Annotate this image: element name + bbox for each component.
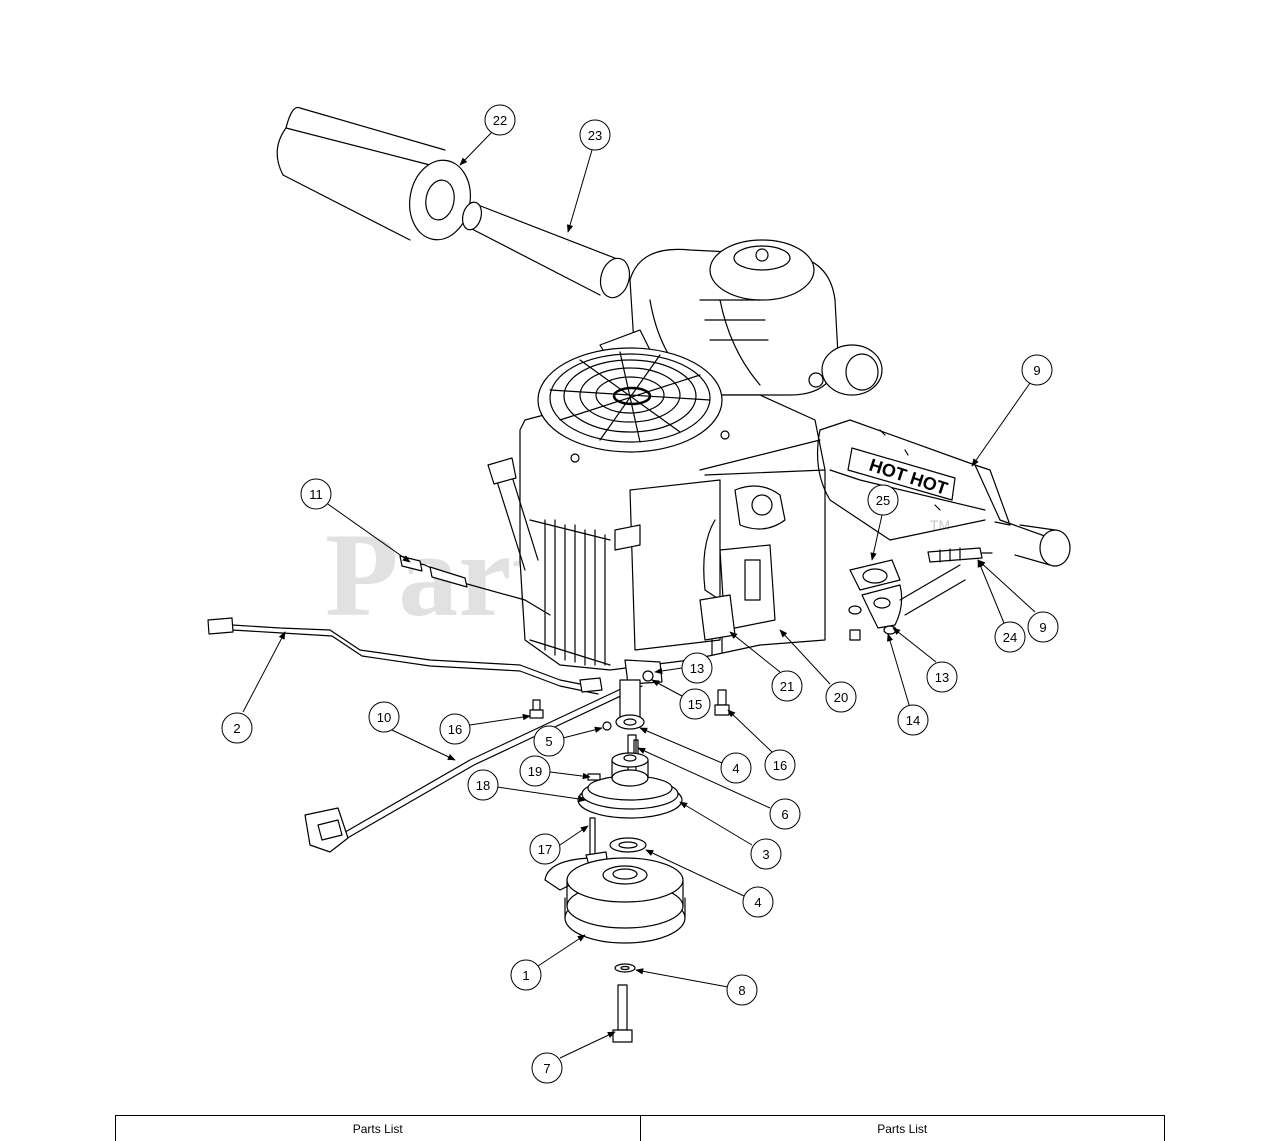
callout-label: 7: [543, 1061, 550, 1076]
callout-label: 25: [876, 493, 890, 508]
engine-exploded-diagram: PartsTree TM: [0, 0, 1280, 1115]
leader-9a: [972, 383, 1030, 466]
engine-block: [488, 348, 825, 670]
callout: 6: [770, 799, 800, 829]
callout-label: 16: [773, 758, 787, 773]
callout: 4: [743, 887, 773, 917]
air-filter-element: [277, 107, 476, 244]
pin: [590, 818, 595, 858]
callout-label: 3: [762, 847, 769, 862]
leader-5: [563, 728, 602, 738]
spark-plug: [928, 548, 992, 562]
callout: 16: [440, 714, 470, 744]
callout-label: 20: [834, 690, 848, 705]
leader-18: [497, 787, 586, 800]
leader-22: [460, 132, 492, 165]
callout-label: 4: [754, 895, 761, 910]
clutch-bolt: [613, 985, 632, 1042]
callout-label: 1: [522, 968, 529, 983]
bolt-right: [715, 690, 729, 715]
callout-label: 10: [377, 710, 391, 725]
leader-16a: [470, 716, 530, 725]
callout-label: 23: [588, 128, 602, 143]
callout-label: 13: [935, 670, 949, 685]
callout-label: 2: [233, 721, 240, 736]
callout: 4: [721, 753, 751, 783]
parts-list-header-right: Parts List: [640, 1116, 1165, 1141]
leader-16b: [728, 710, 772, 752]
callout: 11: [301, 479, 331, 509]
callout-label: 14: [906, 713, 920, 728]
lower-washer: [610, 838, 646, 852]
callout: 8: [727, 975, 757, 1005]
leader-8: [636, 970, 728, 987]
callout-label: 22: [493, 113, 507, 128]
leader-9b: [978, 560, 1035, 612]
callout-label: 18: [476, 778, 490, 793]
callout: 18: [468, 770, 498, 800]
callout: 1: [511, 960, 541, 990]
callout-label: 5: [545, 734, 552, 749]
callout: 25: [868, 485, 898, 515]
callout-label: 4: [732, 761, 739, 776]
parts-list-header-left: Parts List: [116, 1116, 641, 1141]
callout-label: 13: [690, 661, 704, 676]
callout-label: 24: [1003, 630, 1017, 645]
callout: 23: [580, 120, 610, 150]
callout-label: 9: [1039, 620, 1046, 635]
leader-2: [243, 632, 285, 712]
callout-label: 16: [448, 722, 462, 737]
callout-label: 21: [780, 679, 794, 694]
spacer: [603, 680, 644, 730]
callout-label: 17: [538, 842, 552, 857]
callout: 13: [682, 653, 712, 683]
callout: 24: [995, 622, 1025, 652]
callout: 15: [680, 689, 710, 719]
leader-13b: [893, 628, 936, 662]
callout: 21: [772, 671, 802, 701]
callout: 14: [898, 705, 928, 735]
callout-label: 19: [528, 764, 542, 779]
leader-1: [538, 935, 585, 966]
leader-17: [560, 826, 588, 845]
callout: 13: [927, 662, 957, 692]
parts-list-header-row: Parts List Parts List: [116, 1116, 1165, 1141]
engine-pulley: [578, 753, 682, 818]
exhaust-gasket: [849, 560, 965, 640]
pto-clutch: [545, 852, 685, 943]
leader-7: [560, 1032, 615, 1058]
callout: 16: [765, 750, 795, 780]
leader-19: [550, 772, 590, 777]
pre-cleaner-tube: [460, 200, 634, 301]
callout: 2: [222, 713, 252, 743]
callout-label: 6: [781, 807, 788, 822]
callout-label: 15: [688, 697, 702, 712]
callout: 9: [1028, 612, 1058, 642]
clutch-washer: [615, 964, 635, 972]
callout: 7: [532, 1053, 562, 1083]
callout: 22: [485, 105, 515, 135]
bolt-left: [530, 700, 543, 718]
leader-24: [978, 560, 1004, 623]
callout: 19: [520, 756, 550, 786]
leader-14: [888, 634, 910, 708]
callout: 20: [826, 682, 856, 712]
callout-label: 9: [1033, 363, 1040, 378]
callout: 5: [534, 726, 564, 756]
leader-3: [680, 802, 752, 845]
callout: 9: [1022, 355, 1052, 385]
leader-23: [568, 150, 592, 232]
callout-label: 8: [738, 983, 745, 998]
leader-25: [872, 515, 882, 560]
leader-15: [652, 680, 682, 696]
callout: 17: [530, 834, 560, 864]
callout: 10: [369, 702, 399, 732]
callout: 3: [751, 839, 781, 869]
callout-label: 11: [309, 487, 323, 502]
parts-list-table: Parts List Parts List: [115, 1115, 1165, 1141]
leader-4a: [640, 728, 722, 763]
